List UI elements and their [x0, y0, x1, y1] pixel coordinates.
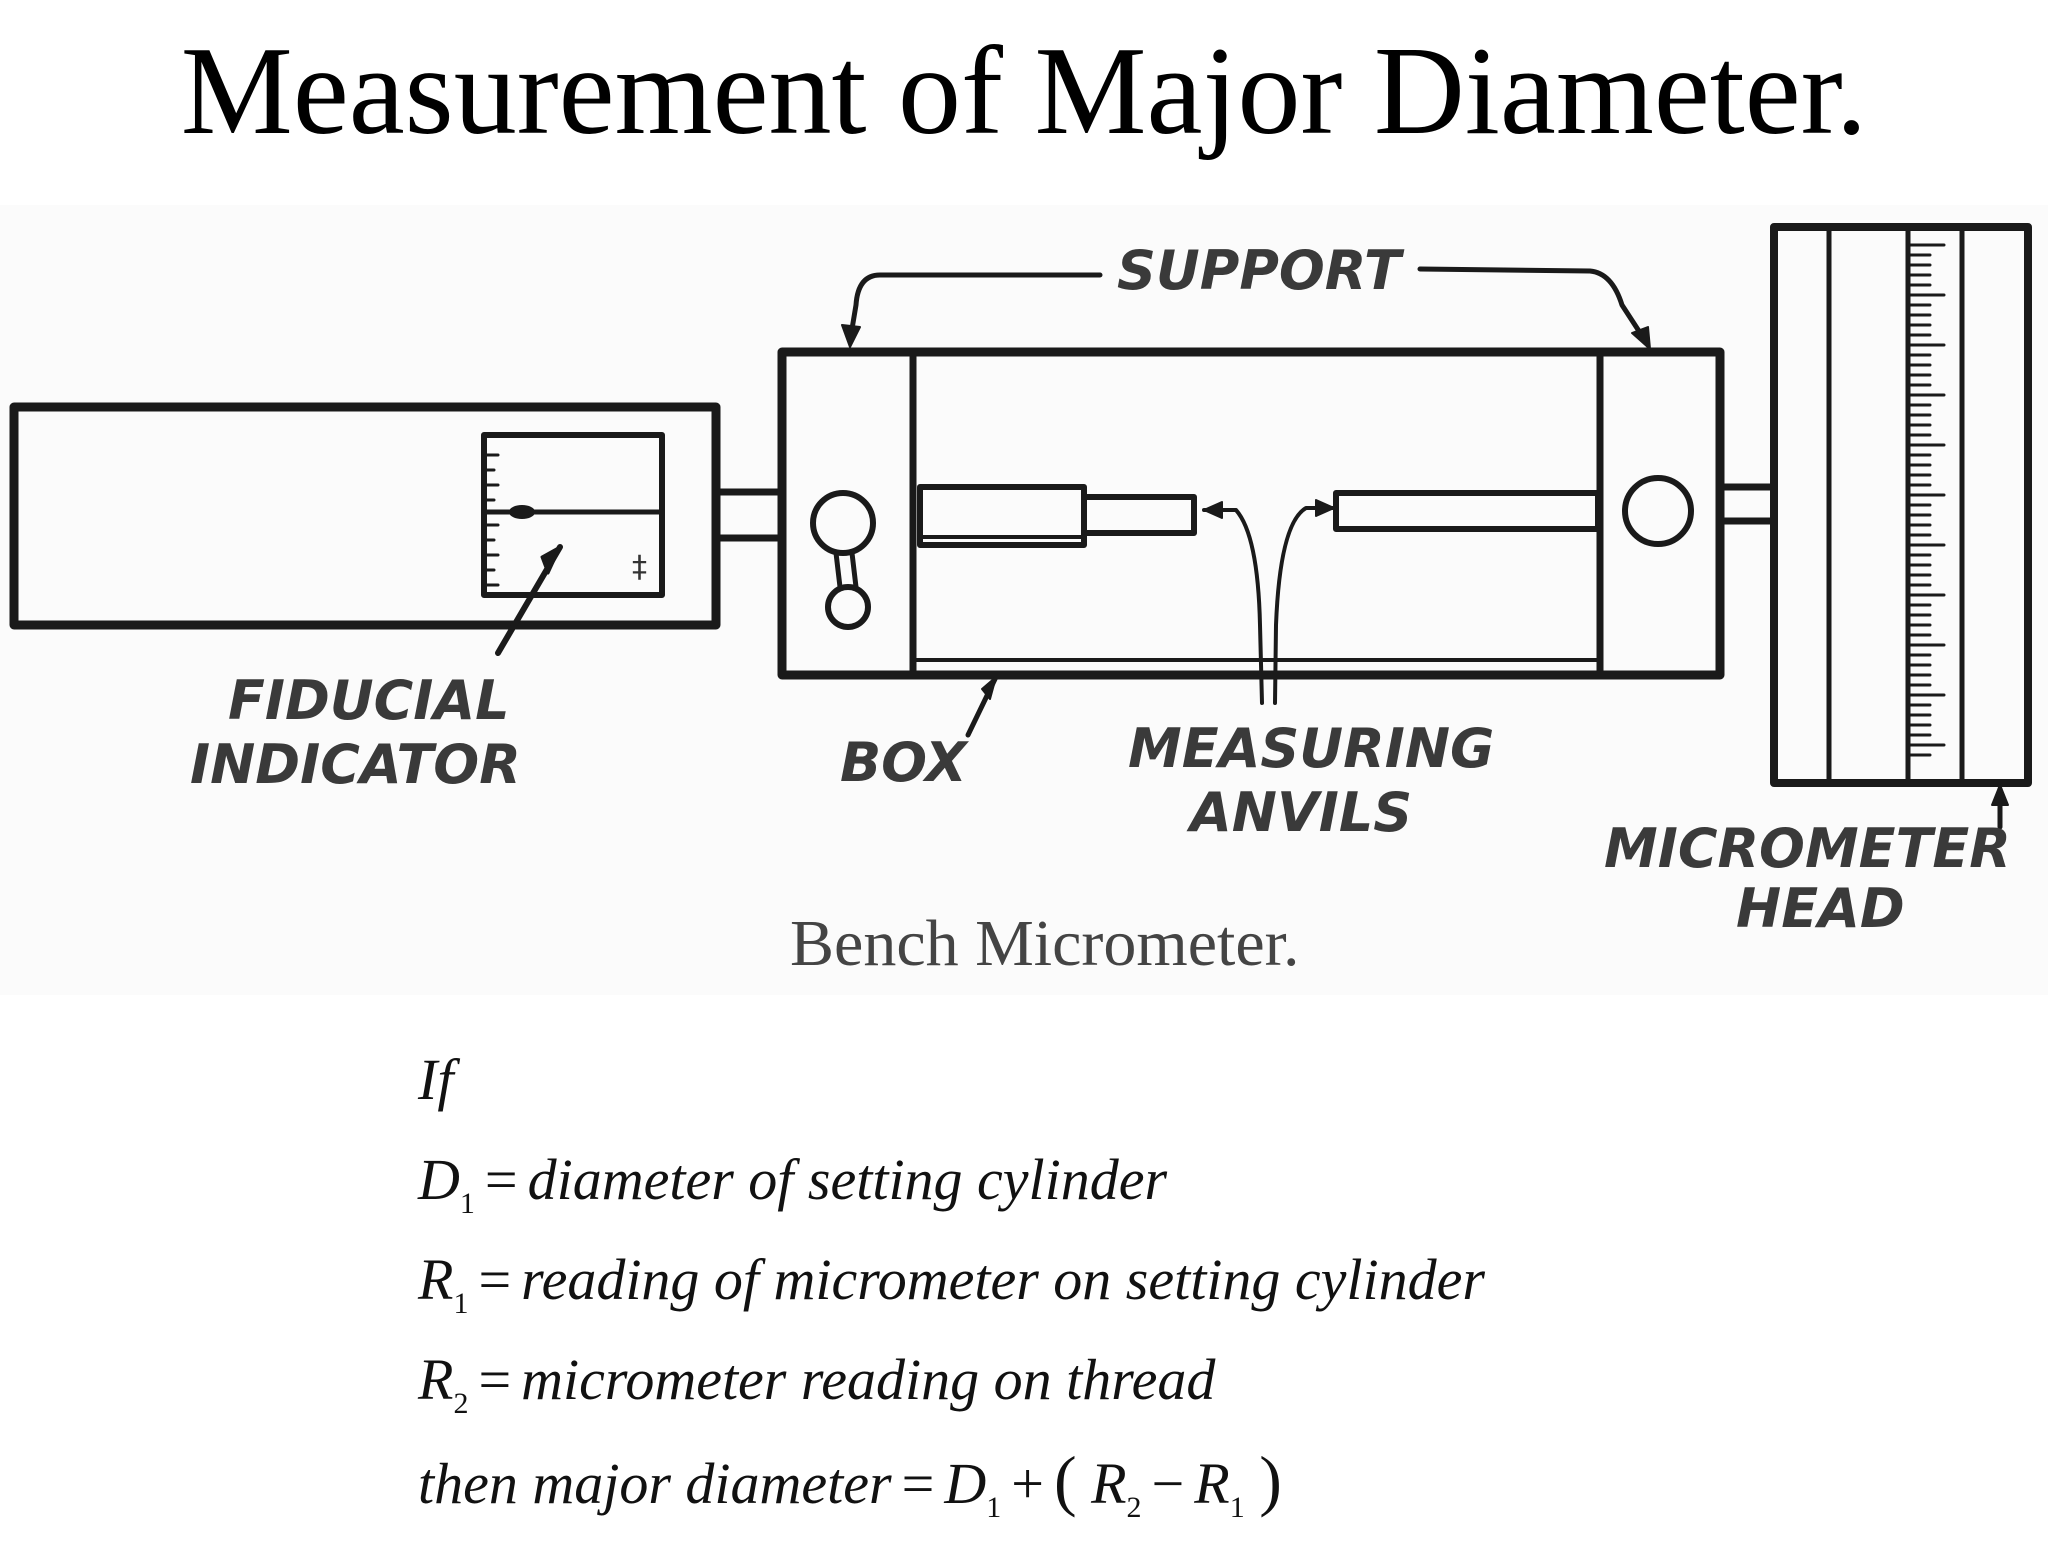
slide-title: Measurement of Major Diameter. — [180, 22, 1868, 161]
bench-micrometer-diagram: ‡ — [0, 205, 2048, 995]
fiducial-label-line2: INDICATOR — [190, 733, 521, 796]
definition-d1: D1=diameter of setting cylinder — [418, 1147, 1168, 1220]
right-connector-shaft — [1716, 483, 1778, 525]
diagram-caption: Bench Micrometer. — [790, 907, 1300, 980]
box-pointer-arrow — [965, 674, 999, 738]
result-d-symbol: D — [944, 1451, 987, 1516]
result-r2-subscript: 2 — [1126, 1491, 1142, 1524]
d1-subscript: 1 — [459, 1187, 475, 1220]
major-diameter-formula: then major diameter=D1+( R2−R1 ) — [418, 1442, 1282, 1524]
definitions-block: If D1=diameter of setting cylinder R1=re… — [418, 1030, 1818, 1530]
measuring-anvils — [917, 484, 1601, 705]
result-r2-symbol: R — [1091, 1451, 1127, 1516]
definition-r1: R1=reading of micrometer on setting cyli… — [418, 1247, 1485, 1320]
fiducial-indicator-housing: ‡ — [9, 402, 721, 656]
r1-text: reading of micrometer on setting cylinde… — [521, 1247, 1485, 1312]
micrometer-head — [1770, 223, 2032, 830]
left-connector-shaft — [712, 488, 786, 542]
definition-r2: R2=micrometer reading on thread — [418, 1347, 1216, 1420]
bench-micrometer-figure: ‡ — [9, 223, 2032, 980]
r1-subscript: 1 — [453, 1287, 469, 1320]
box-body — [777, 347, 1725, 680]
anvils-label-line1: MEASURING — [1128, 717, 1494, 780]
r2-text: micrometer reading on thread — [521, 1347, 1216, 1412]
d1-text: diameter of setting cylinder — [527, 1147, 1168, 1212]
result-text: then major diameter — [418, 1451, 892, 1516]
d1-symbol: D — [418, 1147, 460, 1212]
micrometer-label-line2: HEAD — [1736, 877, 1905, 940]
support-label: SUPPORT — [1117, 239, 1405, 302]
box-label: BOX — [840, 731, 969, 794]
anvils-label-line2: ANVILS — [1186, 781, 1412, 844]
svg-text:‡: ‡ — [632, 550, 647, 585]
fiducial-label-line1: FIDUCIAL — [228, 669, 510, 732]
r2-symbol: R — [418, 1347, 454, 1412]
result-r1-symbol: R — [1194, 1451, 1230, 1516]
definition-intro: If — [418, 1047, 454, 1112]
result-r1-subscript: 1 — [1229, 1491, 1245, 1524]
r1-symbol: R — [418, 1247, 454, 1312]
r2-subscript: 2 — [453, 1387, 469, 1420]
support-bracket — [841, 266, 1651, 350]
micrometer-label-line1: MICROMETER — [1604, 817, 2011, 880]
result-d-subscript: 1 — [986, 1491, 1002, 1524]
